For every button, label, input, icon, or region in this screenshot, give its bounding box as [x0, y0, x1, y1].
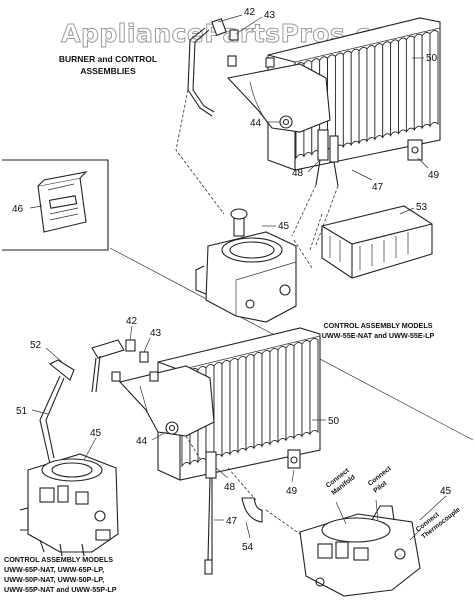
callout-lower-45a: 45	[90, 428, 102, 439]
upper-burner-assembly	[175, 17, 441, 269]
callout-lower-50: 50	[328, 416, 340, 427]
callout-lower-54: 54	[242, 542, 254, 553]
callout-lower-51: 51	[16, 406, 28, 417]
heat-exchanger-fin	[213, 361, 223, 460]
diagram-title-line-2: ASSEMBLIES	[80, 66, 136, 76]
heat-exchanger-fin	[229, 357, 239, 456]
heat-exchanger-fin	[413, 33, 423, 132]
heat-exchanger-fin	[398, 37, 407, 136]
heat-exchanger-fin	[429, 29, 439, 128]
callout-upper-47: 47	[372, 182, 384, 193]
diagram-title-line-1: BURNER and CONTROL	[59, 54, 157, 64]
heat-exchanger-fin	[245, 353, 255, 452]
heat-exchanger-fin	[309, 337, 319, 436]
heat-exchanger-fin	[261, 349, 271, 448]
heat-exchanger-fin	[237, 355, 247, 454]
control-module-53	[321, 205, 433, 279]
heat-exchanger-fin	[405, 35, 415, 134]
callout-lower-47: 47	[226, 516, 238, 527]
lower-caption-line-2: UWW-65P-NAT, UWW-65P-LP,	[4, 565, 104, 574]
heat-exchanger-fin	[358, 46, 368, 145]
heat-exchanger-fin	[334, 52, 344, 151]
callout-upper-50: 50	[426, 53, 438, 64]
callout-lower-45b: 45	[440, 486, 452, 497]
lower-caption-line-4: UWW-55P-NAT and UWW-55P-LP	[4, 585, 117, 594]
connect-thermocouple-arrow	[409, 529, 421, 541]
callout-lower-52: 52	[30, 340, 42, 351]
upper-caption-line-2: UWW-55E-NAT and UWW-55E-LP	[322, 331, 435, 340]
heat-exchanger-fin	[285, 343, 295, 442]
heat-exchanger-fin	[421, 31, 431, 130]
callout-lower-44: 44	[136, 436, 148, 447]
heat-exchanger-fin	[269, 347, 279, 446]
heat-exchanger-fin	[277, 345, 287, 444]
callout-lower-49: 49	[286, 486, 298, 497]
lower-burner-assembly	[39, 327, 321, 575]
heat-exchanger-fin	[221, 359, 231, 458]
lower-gas-valve-right	[299, 505, 421, 597]
heat-exchanger-fin	[253, 351, 263, 450]
lower-callouts: 42 43 52 51 45 44 50 48 47 49 54 45	[16, 316, 452, 553]
inset-box-46	[2, 159, 109, 251]
connect-manifold-arrow	[335, 501, 347, 525]
lower-caption-line-1: CONTROL ASSEMBLY MODELS	[4, 555, 113, 564]
callout-lower-42: 42	[126, 316, 138, 327]
callout-upper-44: 44	[250, 118, 262, 129]
callout-lower-43: 43	[150, 328, 162, 339]
lower-gas-valve-left	[19, 453, 119, 557]
connect-pilot-arrow	[375, 499, 379, 521]
callout-upper-45: 45	[278, 221, 290, 232]
heat-exchanger-fin	[382, 41, 392, 139]
lower-caption-line-3: UWW-50P-NAT, UWW-50P-LP,	[4, 575, 104, 584]
callout-upper-48: 48	[292, 168, 304, 179]
callout-upper-49: 49	[428, 170, 440, 181]
heat-exchanger-fin	[366, 45, 376, 143]
upper-gas-valve	[195, 208, 297, 323]
heat-exchanger-fin	[301, 339, 311, 438]
callout-upper-46: 46	[12, 204, 24, 215]
heat-exchanger-fin	[293, 341, 303, 440]
upper-callouts: 42 43 50 44 48 47 49 46 45 53	[12, 7, 440, 232]
heat-exchanger-fin	[350, 48, 360, 147]
callout-upper-43: 43	[264, 10, 276, 21]
callout-upper-42: 42	[244, 7, 256, 18]
heat-exchanger-fin	[374, 43, 384, 141]
callout-lower-48: 48	[224, 482, 236, 493]
callout-upper-53: 53	[416, 202, 428, 213]
upper-caption-line-1: CONTROL ASSEMBLY MODELS	[323, 321, 432, 330]
heat-exchanger-fin	[390, 39, 400, 137]
heat-exchanger-fin	[342, 50, 352, 149]
